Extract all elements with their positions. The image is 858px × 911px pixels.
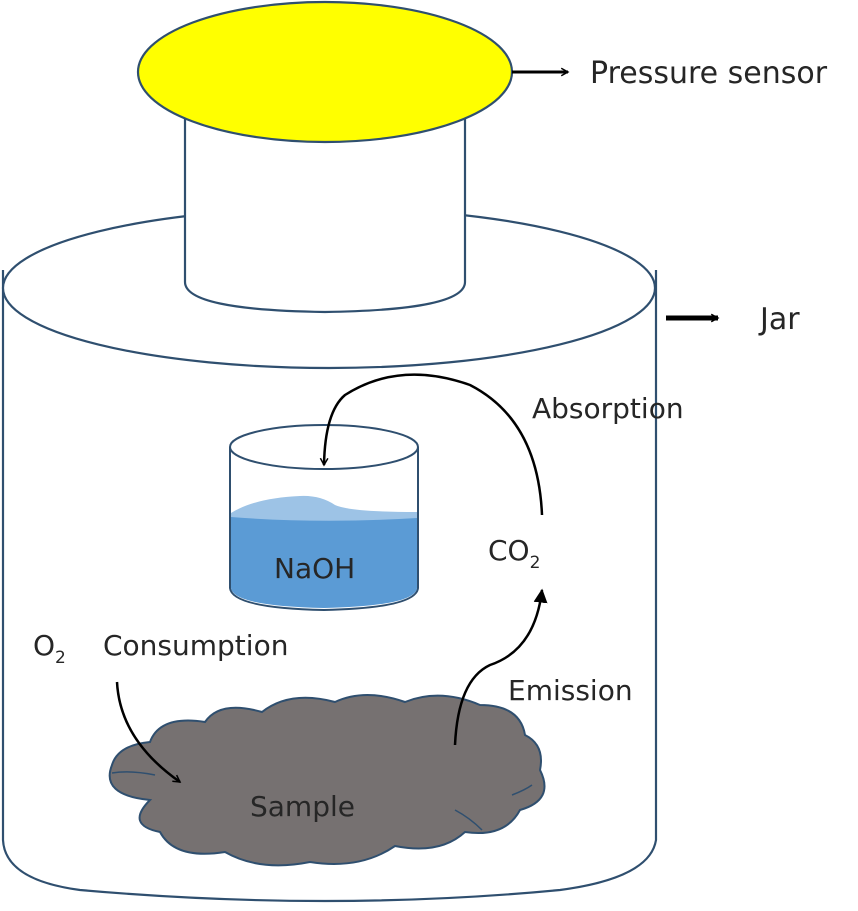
- beaker-rim: [229, 424, 419, 470]
- pressure-sensor-label: Pressure sensor: [590, 56, 828, 91]
- naoh-liquid: [231, 513, 417, 608]
- sample-cloud: [108, 694, 546, 867]
- consumption-arrow: [115, 681, 180, 784]
- co2-subscript: 2: [530, 553, 541, 573]
- emission-arrow: [453, 588, 548, 746]
- naoh-beaker: NaOH: [229, 424, 419, 612]
- sample-cloud-crease-2: [454, 809, 483, 831]
- co2-label: CO2: [488, 534, 540, 573]
- jar-label: Jar: [758, 302, 800, 337]
- naoh-label: NaOH: [274, 552, 355, 585]
- pressure-sensor-disc: [136, 0, 514, 144]
- absorption-label: Absorption: [532, 392, 684, 425]
- o2-subscript: 2: [55, 648, 66, 668]
- o2-label: O2: [33, 629, 66, 668]
- sample-cloud-crease-1: [111, 771, 156, 776]
- consumption-label: Consumption: [103, 629, 288, 662]
- sensor-neck: [183, 110, 467, 314]
- emission-label: Emission: [508, 674, 633, 707]
- sample: Sample: [108, 694, 546, 867]
- naoh-liquid-surface: [231, 495, 417, 521]
- sensor-neck-outline: [183, 110, 467, 314]
- absorption-arrow: [324, 373, 544, 516]
- sample-label: Sample: [250, 790, 355, 823]
- sample-cloud-crease-3: [511, 784, 533, 796]
- co2-main: CO: [488, 534, 530, 567]
- o2-main: O: [33, 629, 55, 662]
